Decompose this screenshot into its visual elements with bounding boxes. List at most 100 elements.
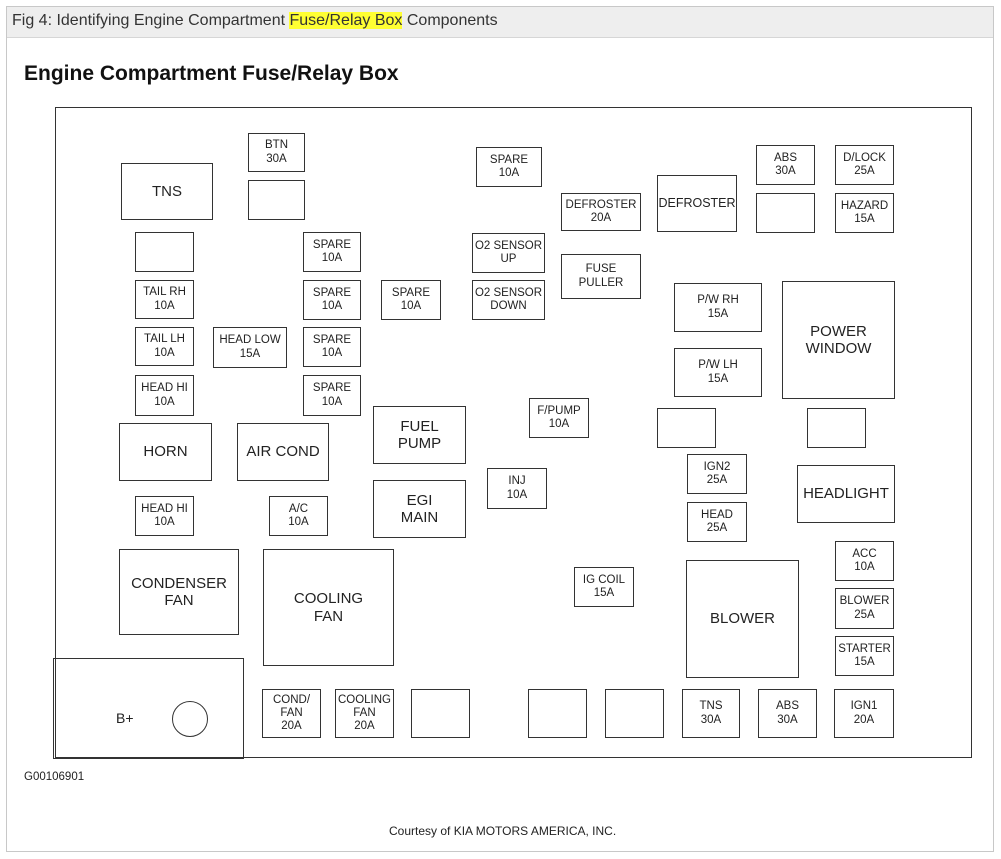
component-label: TNS — [152, 182, 182, 200]
empty-slot — [756, 193, 815, 233]
fuse-ign1: IGN1 20A — [834, 689, 894, 738]
fuse-tns: TNS 30A — [682, 689, 740, 738]
component-label: F/PUMP 10A — [537, 404, 581, 430]
fuse-spare-4: SPARE 10A — [303, 375, 361, 416]
component-label: AIR COND — [246, 443, 320, 461]
fuse-head-hi-1: HEAD HI 10A — [135, 375, 194, 416]
fuse-spare-6: SPARE 10A — [476, 147, 542, 187]
fuse-acc: ACC 10A — [835, 541, 894, 581]
component-label: SPARE 10A — [312, 238, 352, 264]
figure-caption: Fig 4: Identifying Engine Compartment Fu… — [12, 12, 498, 30]
fuse-head: HEAD 25A — [687, 502, 747, 542]
relay-fuel-pump: FUEL PUMP — [373, 406, 466, 464]
fuse-spare-3: SPARE 10A — [303, 327, 361, 367]
component-label: HEAD HI 10A — [141, 502, 188, 528]
fuse-abs-1: ABS 30A — [756, 145, 815, 185]
component-label: P/W LH 15A — [698, 359, 738, 385]
relay-blower: BLOWER — [686, 560, 799, 678]
component-label: HEAD HI 10A — [141, 382, 188, 408]
fuse-tail-rh: TAIL RH 10A — [135, 280, 194, 319]
fuse-inj: INJ 10A — [487, 468, 547, 509]
figure-code: G00106901 — [24, 771, 85, 783]
component-label: P/W RH 15A — [697, 294, 739, 320]
component-label: ACC 10A — [852, 547, 877, 573]
courtesy-note: Courtesy of KIA MOTORS AMERICA, INC. — [389, 824, 617, 838]
component-label: FUEL PUMP — [397, 417, 442, 452]
component-label: DEFROSTER 20A — [565, 198, 637, 224]
fuse-abs-2: ABS 30A — [758, 689, 817, 738]
fuse-ign2: IGN2 25A — [687, 454, 747, 494]
empty-slot — [807, 408, 866, 448]
fuse-fpump: F/PUMP 10A — [529, 398, 589, 438]
component-label: BLOWER 25A — [839, 595, 890, 621]
component-label: INJ 10A — [506, 475, 528, 501]
fuse-spare-5: SPARE 10A — [381, 280, 441, 320]
component-label: SPARE 10A — [312, 382, 352, 408]
fuse-cond-fan: COND/ FAN 20A — [262, 689, 321, 738]
component-label: ABS 30A — [773, 151, 797, 177]
component-label: POWER WINDOW — [805, 322, 872, 357]
component-label: TAIL RH 10A — [143, 286, 186, 312]
component-label: O2 SENSOR DOWN — [474, 286, 543, 312]
component-label: COND/ FAN 20A — [272, 693, 311, 733]
battery-label: B+ — [116, 710, 134, 726]
fuse-ig-coil: IG COIL 15A — [574, 567, 634, 607]
component-label: O2 SENSOR UP — [474, 239, 543, 265]
fuse-box-outline — [55, 107, 972, 758]
fuse-puller: FUSE PULLER — [561, 254, 641, 299]
component-label: HORN — [143, 443, 188, 461]
component-label: CONDENSER FAN — [131, 574, 227, 609]
o2-sensor-down: O2 SENSOR DOWN — [472, 280, 545, 320]
component-label: IGN2 25A — [703, 460, 731, 486]
component-label: COOLING FAN — [293, 590, 364, 625]
component-label: ABS 30A — [775, 700, 799, 726]
component-label: SPARE 10A — [312, 286, 352, 312]
fuse-hazard: HAZARD 15A — [835, 193, 894, 233]
component-label: SPARE 10A — [391, 286, 431, 312]
relay-condenser-fan: CONDENSER FAN — [119, 549, 239, 635]
fuse-pw-rh: P/W RH 15A — [674, 283, 762, 332]
relay-defroster: DEFROSTER — [657, 175, 737, 232]
fuse-ac: A/C 10A — [269, 496, 328, 536]
component-label: D/LOCK 25A — [843, 151, 886, 177]
o2-sensor-up: O2 SENSOR UP — [472, 233, 545, 273]
fuse-head-low: HEAD LOW 15A — [213, 327, 287, 368]
component-label: SPARE 10A — [312, 333, 352, 359]
empty-slot — [135, 232, 194, 272]
battery-terminal-icon — [172, 701, 208, 737]
relay-cooling-fan: COOLING FAN — [263, 549, 394, 666]
component-label: STARTER 15A — [838, 642, 891, 668]
relay-egi-main: EGI MAIN — [373, 480, 466, 538]
component-label: HEAD LOW 15A — [219, 334, 281, 360]
component-label: TNS 30A — [699, 700, 723, 726]
caption-bar — [7, 7, 993, 38]
relay-headlight: HEADLIGHT — [797, 465, 895, 523]
relay-air-cond: AIR COND — [237, 423, 329, 481]
empty-slot — [605, 689, 664, 738]
relay-horn: HORN — [119, 423, 212, 481]
relay-power-window: POWER WINDOW — [782, 281, 895, 399]
fuse-starter: STARTER 15A — [835, 636, 894, 676]
component-label: A/C 10A — [288, 502, 309, 528]
fuse-defroster: DEFROSTER 20A — [561, 193, 641, 231]
fuse-spare-2: SPARE 10A — [303, 280, 361, 320]
component-label: IG COIL 15A — [582, 573, 626, 599]
component-label: BLOWER — [709, 610, 775, 628]
fuse-head-hi-2: HEAD HI 10A — [135, 496, 194, 536]
battery-terminal-area — [53, 658, 244, 759]
fuse-spare-1: SPARE 10A — [303, 232, 361, 272]
component-label: TAIL LH 10A — [144, 333, 185, 359]
fuse-dlock: D/LOCK 25A — [835, 145, 894, 185]
relay-tns: TNS — [121, 163, 213, 220]
figure-frame — [6, 6, 994, 852]
component-label: FUSE PULLER — [578, 263, 624, 289]
caption-text-end: Components — [402, 12, 498, 29]
fuse-btn: BTN 30A — [248, 133, 305, 172]
component-label: HEADLIGHT — [803, 485, 889, 503]
component-label: HAZARD 15A — [840, 199, 889, 225]
empty-slot — [411, 689, 470, 738]
fuse-cooling-fan: COOLING FAN 20A — [335, 689, 394, 738]
fuse-pw-lh: P/W LH 15A — [674, 348, 762, 397]
component-label: EGI MAIN — [400, 491, 439, 526]
component-label: HEAD 25A — [701, 508, 733, 534]
